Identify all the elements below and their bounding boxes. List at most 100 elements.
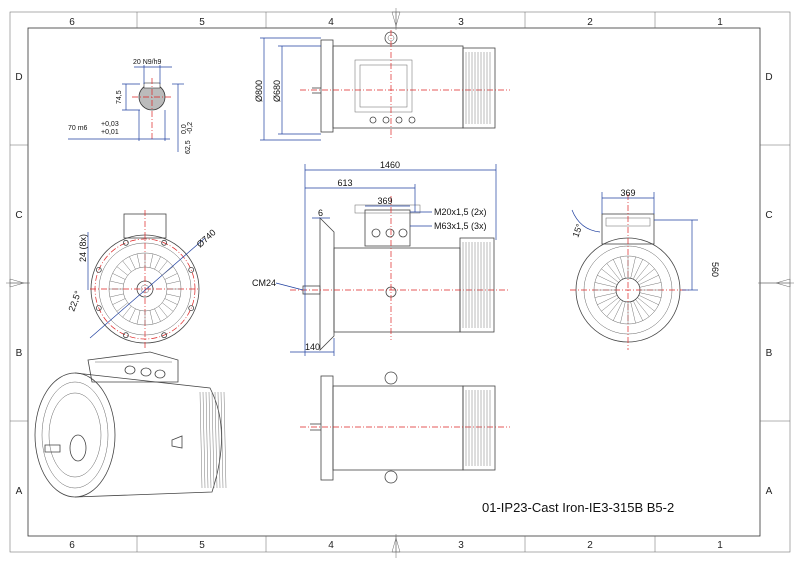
- end-angle-label: 15°: [570, 222, 584, 239]
- fan-spoke: [116, 302, 128, 312]
- drawing-title: 01-IP23-Cast Iron-IE3-315B B5-2: [482, 500, 674, 515]
- bolt-hole: [161, 239, 168, 246]
- shaft-key-detail: [68, 65, 184, 152]
- dia-outer-label: Ø800: [254, 80, 264, 102]
- fan-spoke: [635, 299, 650, 317]
- end-height-label: 560: [710, 262, 720, 277]
- bottom-view-fins: [465, 390, 491, 466]
- zone-bottom-4: 4: [328, 540, 334, 551]
- motor-top-view: [300, 30, 510, 140]
- bolt-hole: [188, 266, 195, 273]
- cooling-fin: [202, 391, 206, 489]
- pcd-label: Ø740: [195, 227, 218, 249]
- flange-view-spokes: [109, 253, 181, 325]
- cooling-fin: [223, 391, 227, 489]
- cooling-fin: [220, 391, 224, 489]
- side-view-fins: [462, 242, 491, 328]
- zone-left-D: D: [15, 72, 22, 83]
- fan-spoke: [129, 308, 136, 322]
- fan-spoke: [149, 310, 154, 325]
- cooling-fin: [217, 391, 221, 489]
- bolt-hole: [95, 266, 102, 273]
- zone-top-5: 5: [199, 17, 205, 28]
- cable-gland-1-label: M20x1,5 (2x): [434, 207, 487, 217]
- zone-bottom-2: 2: [587, 540, 593, 551]
- shaft-tol-lower: +0,01: [101, 129, 119, 136]
- fan-spoke: [637, 297, 655, 312]
- fan-spoke: [638, 275, 659, 286]
- isometric-fins: [199, 391, 227, 489]
- bolt-hole: [188, 305, 195, 312]
- fan-spoke: [639, 292, 662, 298]
- zone-bottom-1: 1: [717, 540, 723, 551]
- fan-spoke: [112, 298, 126, 305]
- motor-bottom-view: [300, 371, 510, 484]
- top-view-fins: [465, 52, 491, 124]
- motor-end-view: [570, 192, 698, 350]
- side-view-dims: [275, 164, 497, 356]
- fan-spoke: [136, 310, 141, 325]
- fan-spoke: [122, 306, 132, 318]
- fan-spoke: [122, 260, 132, 272]
- fan-spoke: [632, 300, 643, 321]
- fan-spoke: [109, 280, 124, 285]
- fan-spoke: [154, 256, 161, 270]
- end-view-spokes: [594, 256, 662, 324]
- fan-spoke: [158, 260, 168, 272]
- fan-spoke: [638, 294, 659, 305]
- zone-top-1: 1: [717, 17, 723, 28]
- flange-end-view: [87, 210, 206, 350]
- fan-spoke: [620, 256, 626, 279]
- motor-side-view: [290, 196, 510, 351]
- fan-spoke: [639, 282, 662, 288]
- fan-spoke: [632, 259, 643, 280]
- bolt-hole: [95, 305, 102, 312]
- cooling-fin: [214, 391, 218, 489]
- fan-spoke: [613, 259, 624, 280]
- zone-bottom-6: 6: [69, 540, 75, 551]
- cooling-fin: [199, 391, 203, 489]
- fan-spoke: [606, 299, 621, 317]
- flange-bolt-holes: [95, 239, 195, 339]
- cooling-fin: [205, 391, 209, 489]
- fan-spoke: [136, 253, 141, 268]
- fan-spoke: [164, 273, 178, 280]
- fan-spoke: [116, 266, 128, 276]
- angle-label: 22,5°: [66, 289, 83, 313]
- fan-spoke: [637, 268, 655, 283]
- zone-bottom-3: 3: [458, 540, 464, 551]
- cable-gland-2-label: M63x1,5 (3x): [434, 221, 487, 231]
- fan-spoke: [635, 263, 650, 281]
- fan-spoke: [606, 263, 621, 281]
- cooling-fin: [208, 391, 212, 489]
- holes-label: 24 (8x): [78, 234, 88, 262]
- fan-spoke: [613, 300, 624, 321]
- fan-spoke: [158, 306, 168, 318]
- fan-spoke: [597, 294, 618, 305]
- zone-left-B: B: [16, 348, 23, 359]
- end-box-width-label: 369: [620, 188, 635, 198]
- centering-marks: [6, 8, 794, 558]
- box-width-label: 369: [377, 196, 392, 206]
- zone-left-A: A: [16, 486, 23, 497]
- shaft-dia-label: 70 m6: [68, 125, 88, 132]
- top-view-dims: [260, 37, 321, 141]
- zone-top-3: 3: [458, 17, 464, 28]
- center-label: CM24: [252, 278, 276, 288]
- bolt-hole: [122, 332, 129, 339]
- fan-spoke: [164, 298, 178, 305]
- zone-left-C: C: [15, 210, 22, 221]
- zone-right-C: C: [765, 210, 772, 221]
- zone-right-B: B: [766, 348, 773, 359]
- fan-spoke: [630, 256, 636, 279]
- fan-spoke: [594, 292, 617, 298]
- fan-spoke: [129, 256, 136, 270]
- dia-inner-label: Ø680: [272, 80, 282, 102]
- fan-spoke: [162, 266, 174, 276]
- depth-tol-lower: -0,2: [187, 122, 194, 134]
- inner-border: [27, 27, 761, 537]
- fan-spoke: [601, 268, 619, 283]
- zone-top-4: 4: [328, 17, 334, 28]
- zone-dividers: [10, 12, 790, 552]
- length-label: 1460: [380, 160, 400, 170]
